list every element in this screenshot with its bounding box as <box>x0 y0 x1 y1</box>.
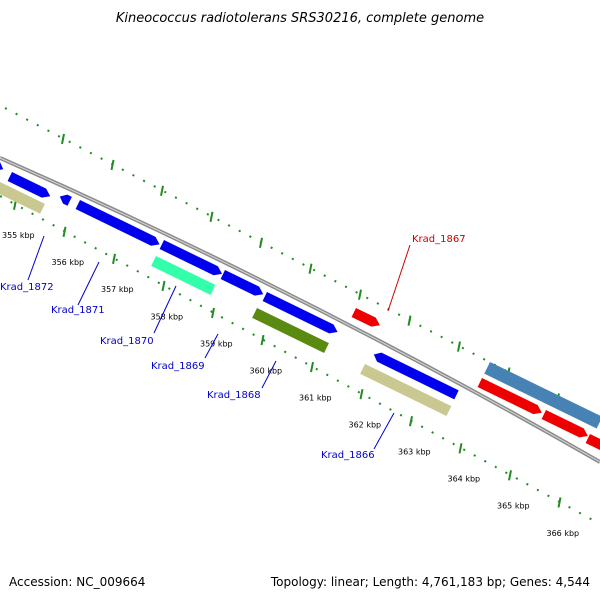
tick-label: 363 kbp <box>398 448 431 457</box>
major-tick-upper <box>209 211 214 223</box>
gene-box-khaki-krad-1866[interactable] <box>360 364 452 416</box>
gene-arrow-small[interactable] <box>58 192 72 206</box>
tick-label: 365 kbp <box>497 502 530 511</box>
major-tick-lower <box>112 253 116 265</box>
tick-label: 364 kbp <box>448 475 481 484</box>
tick-label: 361 kbp <box>299 393 332 402</box>
gene-arrow-krad-1866-upper[interactable] <box>372 350 459 400</box>
tick-label: 360 kbp <box>250 366 283 375</box>
leader-line-krad-1869 <box>204 333 219 359</box>
major-tick-lower <box>409 416 413 427</box>
major-tick-lower <box>359 388 364 400</box>
accession-text: Accession: NC_009664 <box>9 575 145 589</box>
leader-line-krad-1870 <box>153 285 177 334</box>
gene-box-aqua-krad-1870[interactable] <box>151 256 216 295</box>
major-ticks <box>13 133 562 508</box>
major-tick-lower <box>161 280 166 292</box>
gene-arrow-krad-1869-upper[interactable] <box>220 270 266 299</box>
leader-line-krad-1871 <box>77 261 100 306</box>
gene-box-olive-krad-1868[interactable] <box>252 308 329 353</box>
major-tick-upper <box>259 237 263 248</box>
gene-label-krad-1867[interactable]: Krad_1867 <box>412 234 466 245</box>
major-tick-lower <box>310 361 314 373</box>
tick-label: 356 kbp <box>52 258 85 267</box>
tick-labels: 355 kbp 356 kbp 357 kbp 358 kbp 359 kbp 360 k… <box>2 231 579 538</box>
gene-arrow-red-1[interactable] <box>477 378 544 417</box>
gene-label-krad-1868[interactable]: Krad_1868 <box>207 390 261 401</box>
gene-arrow-red-2[interactable] <box>541 410 590 440</box>
major-tick-lower <box>211 307 215 319</box>
tick-label: 366 kbp <box>547 529 580 538</box>
major-tick-upper <box>61 133 65 145</box>
tick-label: 358 kbp <box>151 312 184 321</box>
gene-arrow-krad-1867[interactable] <box>351 308 382 330</box>
major-tick-upper <box>110 159 115 171</box>
major-tick-lower <box>62 226 67 238</box>
tick-label: 357 kbp <box>101 285 134 294</box>
major-tick-upper <box>160 185 164 197</box>
major-tick-upper <box>308 263 313 274</box>
gene-labels: Krad_1872 Krad_1871 Krad_1870 Krad_1869 … <box>0 234 466 461</box>
gene-box-khaki-left[interactable] <box>0 180 45 214</box>
gene-label-krad-1869[interactable]: Krad_1869 <box>151 361 205 372</box>
gene-arrow-krad-1870-upper[interactable] <box>159 240 225 278</box>
gene-arrow-krad-1868-upper[interactable] <box>262 292 340 336</box>
genome-backbone <box>0 156 600 464</box>
leader-line-krad-1872 <box>27 235 45 281</box>
gene-arrow-red-3[interactable] <box>585 434 600 455</box>
major-tick-upper <box>407 315 412 326</box>
tick-label: 355 kbp <box>2 231 35 240</box>
gene-label-krad-1871[interactable]: Krad_1871 <box>51 305 105 316</box>
major-tick-lower <box>260 334 265 346</box>
major-tick-upper <box>457 341 461 352</box>
tick-label: 359 kbp <box>200 339 233 348</box>
major-tick-lower <box>508 470 512 481</box>
genome-summary-text: Topology: linear; Length: 4,761,183 bp; … <box>270 575 590 589</box>
gene-label-krad-1872[interactable]: Krad_1872 <box>0 282 54 293</box>
leader-line-krad-1866 <box>373 412 395 450</box>
gene-label-krad-1866[interactable]: Krad_1866 <box>321 450 375 461</box>
gene-features <box>0 158 600 455</box>
major-tick-upper <box>358 289 362 300</box>
gene-box-steelblue[interactable] <box>484 362 600 429</box>
gene-label-krad-1870[interactable]: Krad_1870 <box>100 336 154 347</box>
leader-line-krad-1868 <box>261 360 277 389</box>
gene-arrow-krad-1871[interactable] <box>75 200 162 249</box>
tick-label: 362 kbp <box>349 421 382 430</box>
map-title: Kineococcus radiotolerans SRS30216, comp… <box>116 11 484 26</box>
gene-arrow-krad-1872[interactable] <box>7 172 53 201</box>
leader-line-krad-1867 <box>387 244 411 312</box>
major-tick-lower <box>557 497 562 508</box>
major-tick-lower <box>458 443 463 454</box>
